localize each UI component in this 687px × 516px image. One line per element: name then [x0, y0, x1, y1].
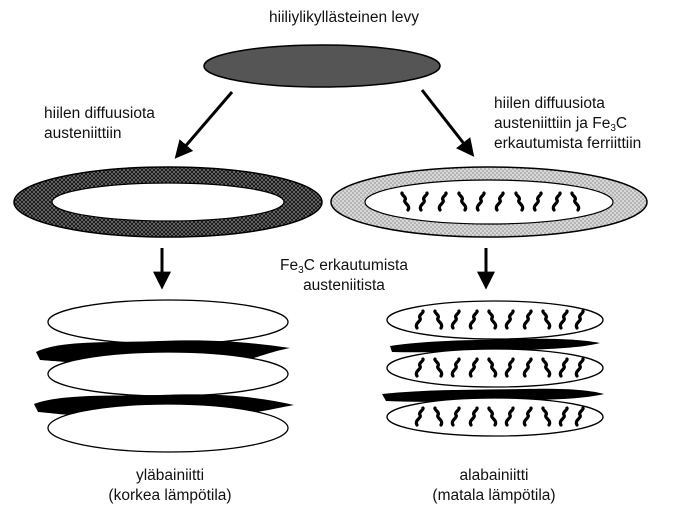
left-ring-inner — [52, 183, 284, 221]
arrow-down-right-icon — [422, 90, 472, 154]
ferrite-plate-2 — [48, 352, 288, 396]
supersaturated-plate — [204, 45, 440, 87]
ferrite-plate-1 — [48, 300, 288, 344]
arrow-down-left-icon — [177, 92, 232, 156]
ferrite-plate-3 — [48, 404, 288, 452]
